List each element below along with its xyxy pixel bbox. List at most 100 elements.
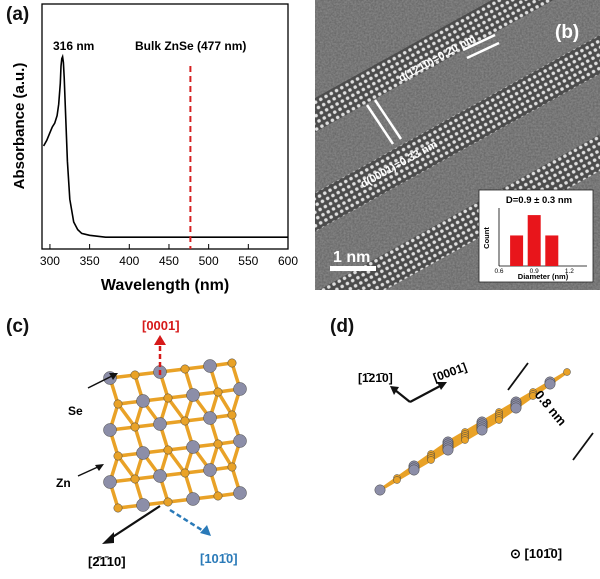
arrowhead-0001-c — [154, 335, 166, 345]
x-tick-label-550: 550 — [238, 254, 258, 268]
measure-line-1210-a — [462, 33, 496, 52]
measure-line-0001-b — [373, 99, 403, 140]
se-atom — [153, 417, 167, 431]
x-axis-label: Wavelength (nm) — [101, 277, 229, 294]
se-atom — [544, 378, 556, 390]
x-tick-label-300: 300 — [40, 254, 60, 268]
se-atom — [374, 484, 386, 496]
histogram-bar — [527, 215, 541, 266]
se-label: Se — [68, 404, 83, 418]
se-atom — [103, 423, 117, 437]
nanowire-lattice-2 — [315, 10, 600, 259]
y-axis-label: Absorbance (a.u.) — [11, 63, 28, 190]
zn-atom — [227, 410, 237, 420]
zn-atom — [213, 439, 223, 449]
zn-atom — [163, 445, 173, 455]
se-atom — [136, 394, 150, 408]
se-atom — [203, 463, 217, 477]
se-atom — [408, 464, 420, 476]
se-atom — [136, 446, 150, 460]
crystal-structure-d: [1̄21̄0] [0001] 0.8 nm ⊙ [101̄0] — [358, 360, 594, 561]
width-label: 0.8 nm — [532, 387, 570, 428]
peak-annotation: 316 nm — [53, 39, 94, 53]
zn-atom — [113, 503, 123, 513]
se-atom — [510, 402, 522, 414]
se-atom — [203, 359, 217, 373]
dir-1010-label-c: [101̄0] — [200, 551, 238, 566]
plot-frame — [41, 3, 289, 250]
zn-atom — [213, 491, 223, 501]
zn-atom — [113, 399, 123, 409]
zn-atom — [427, 456, 435, 464]
nanowire-lattice-1 — [315, 0, 600, 183]
width-tick-bottom — [572, 432, 594, 461]
zn-se-bond — [166, 396, 187, 423]
arrowhead-1210-d — [390, 386, 399, 395]
zn-atom — [180, 416, 190, 426]
dir-2110-label: [2̄1̄10] — [88, 554, 126, 569]
zn-se-bond — [116, 454, 137, 481]
zn-se-bond — [116, 402, 137, 429]
zn-se-bond — [166, 448, 187, 475]
zn-se-bond — [216, 443, 234, 468]
absorbance-chart: 300 350 400 450 500 550 600 316 nm Bulk ZnSe (… — [11, 3, 298, 294]
se-atom — [186, 388, 200, 402]
zn-atom — [227, 462, 237, 472]
se-atom — [476, 424, 488, 436]
tem-image: d(1̄21̄0)=0.20 nm d(0001)=0.33 nm (b) 1 … — [315, 0, 600, 290]
se-atom — [153, 469, 167, 483]
panel-label-c: (c) — [6, 316, 30, 337]
x-tick-label-400: 400 — [119, 254, 139, 268]
absorbance-series-line — [42, 53, 288, 238]
arrow-0001-d — [409, 384, 443, 403]
view-direction-label: ⊙ [101̄0] — [510, 546, 562, 561]
se-pointer-head — [109, 373, 118, 380]
arrow-1010-c — [169, 508, 206, 534]
arrowhead-1010-c — [200, 525, 211, 536]
dir-0001-label-c: [0001] — [142, 318, 180, 333]
inset-title: D=0.9 ± 0.3 nm — [506, 195, 572, 206]
x-tick-label-600: 600 — [278, 254, 298, 268]
zn-pointer — [77, 465, 101, 477]
inset-y-label: Count — [482, 227, 491, 249]
se-atom — [103, 475, 117, 489]
se-pointer — [87, 374, 115, 389]
zn-atom — [180, 468, 190, 478]
zn-atom — [113, 451, 123, 461]
width-tick-top — [507, 362, 529, 391]
x-tick-label-350: 350 — [80, 254, 100, 268]
panel-label-a: (a) — [6, 4, 30, 25]
zn-atom — [393, 476, 401, 484]
zn-atom — [163, 393, 173, 403]
panel-label-d: (d) — [330, 316, 355, 337]
crystal-structure-c: [0001] [2̄1̄10] [101̄0] Se Zn — [56, 318, 247, 569]
zn-atom — [227, 358, 237, 368]
se-atom — [233, 382, 247, 396]
zn-atom — [130, 474, 140, 484]
histogram-bar — [510, 235, 524, 266]
bulk-annotation: Bulk ZnSe (477 nm) — [135, 39, 246, 53]
zn-atom — [130, 422, 140, 432]
x-tick-label-500: 500 — [199, 254, 219, 268]
zn-pointer-head — [95, 464, 104, 471]
zn-se-bond — [216, 391, 234, 416]
dir-1210-label: [1̄21̄0] — [358, 371, 393, 385]
se-atom — [233, 434, 247, 448]
zn-atom — [163, 497, 173, 507]
se-atom — [186, 440, 200, 454]
se-atom — [136, 498, 150, 512]
inset-x-label: Diameter (nm) — [518, 272, 569, 281]
arrowhead-0001-d — [437, 382, 447, 390]
measure-line-1210-b — [466, 41, 500, 60]
zn-label: Zn — [56, 476, 71, 490]
zn-atom — [461, 436, 469, 444]
scale-bar — [330, 266, 376, 271]
zn-atom — [180, 364, 190, 374]
zn-atom — [495, 416, 503, 424]
se-atom — [203, 411, 217, 425]
zn-atom — [213, 387, 223, 397]
x-tick-label-450: 450 — [159, 254, 179, 268]
arrowhead-2110 — [102, 532, 114, 544]
inset-tick-label-0.9: 0.9 — [530, 268, 539, 275]
